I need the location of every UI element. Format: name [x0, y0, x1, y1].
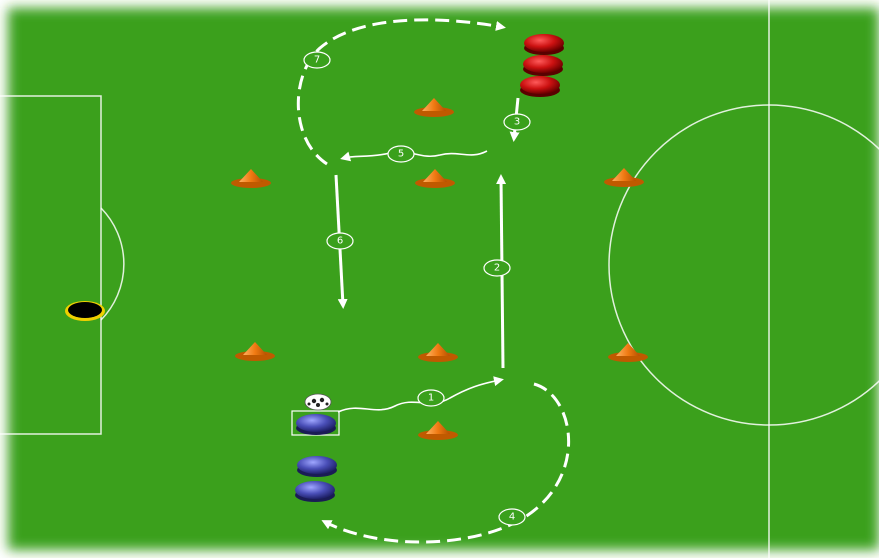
red-player	[523, 55, 563, 76]
svg-text:2: 2	[494, 263, 500, 274]
pitch	[8, 8, 879, 550]
svg-text:6: 6	[337, 236, 343, 247]
blue-player	[297, 456, 337, 477]
goal-marker	[65, 301, 105, 321]
red-player	[520, 76, 560, 97]
step-label-1: 1	[418, 390, 444, 406]
step-label-7: 7	[304, 52, 330, 68]
svg-text:1: 1	[428, 393, 434, 404]
blue-player	[295, 481, 335, 502]
step-label-6: 6	[327, 233, 353, 249]
blue-player-with-ball	[296, 414, 336, 435]
svg-text:7: 7	[314, 55, 320, 66]
svg-text:5: 5	[398, 149, 404, 160]
svg-text:4: 4	[509, 512, 515, 523]
red-player	[524, 34, 564, 55]
step-label-2: 2	[484, 260, 510, 276]
soccer-ball-icon	[305, 394, 331, 410]
step-label-3: 3	[504, 114, 530, 130]
red-team	[520, 34, 564, 97]
step-label-5: 5	[388, 146, 414, 162]
svg-text:3: 3	[514, 117, 520, 128]
step-label-4: 4	[499, 509, 525, 525]
